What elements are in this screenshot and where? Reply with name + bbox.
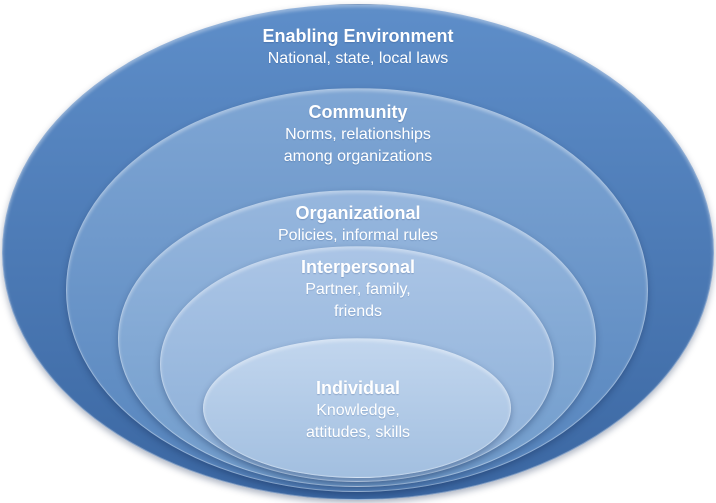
ellipse-individual	[203, 338, 511, 478]
